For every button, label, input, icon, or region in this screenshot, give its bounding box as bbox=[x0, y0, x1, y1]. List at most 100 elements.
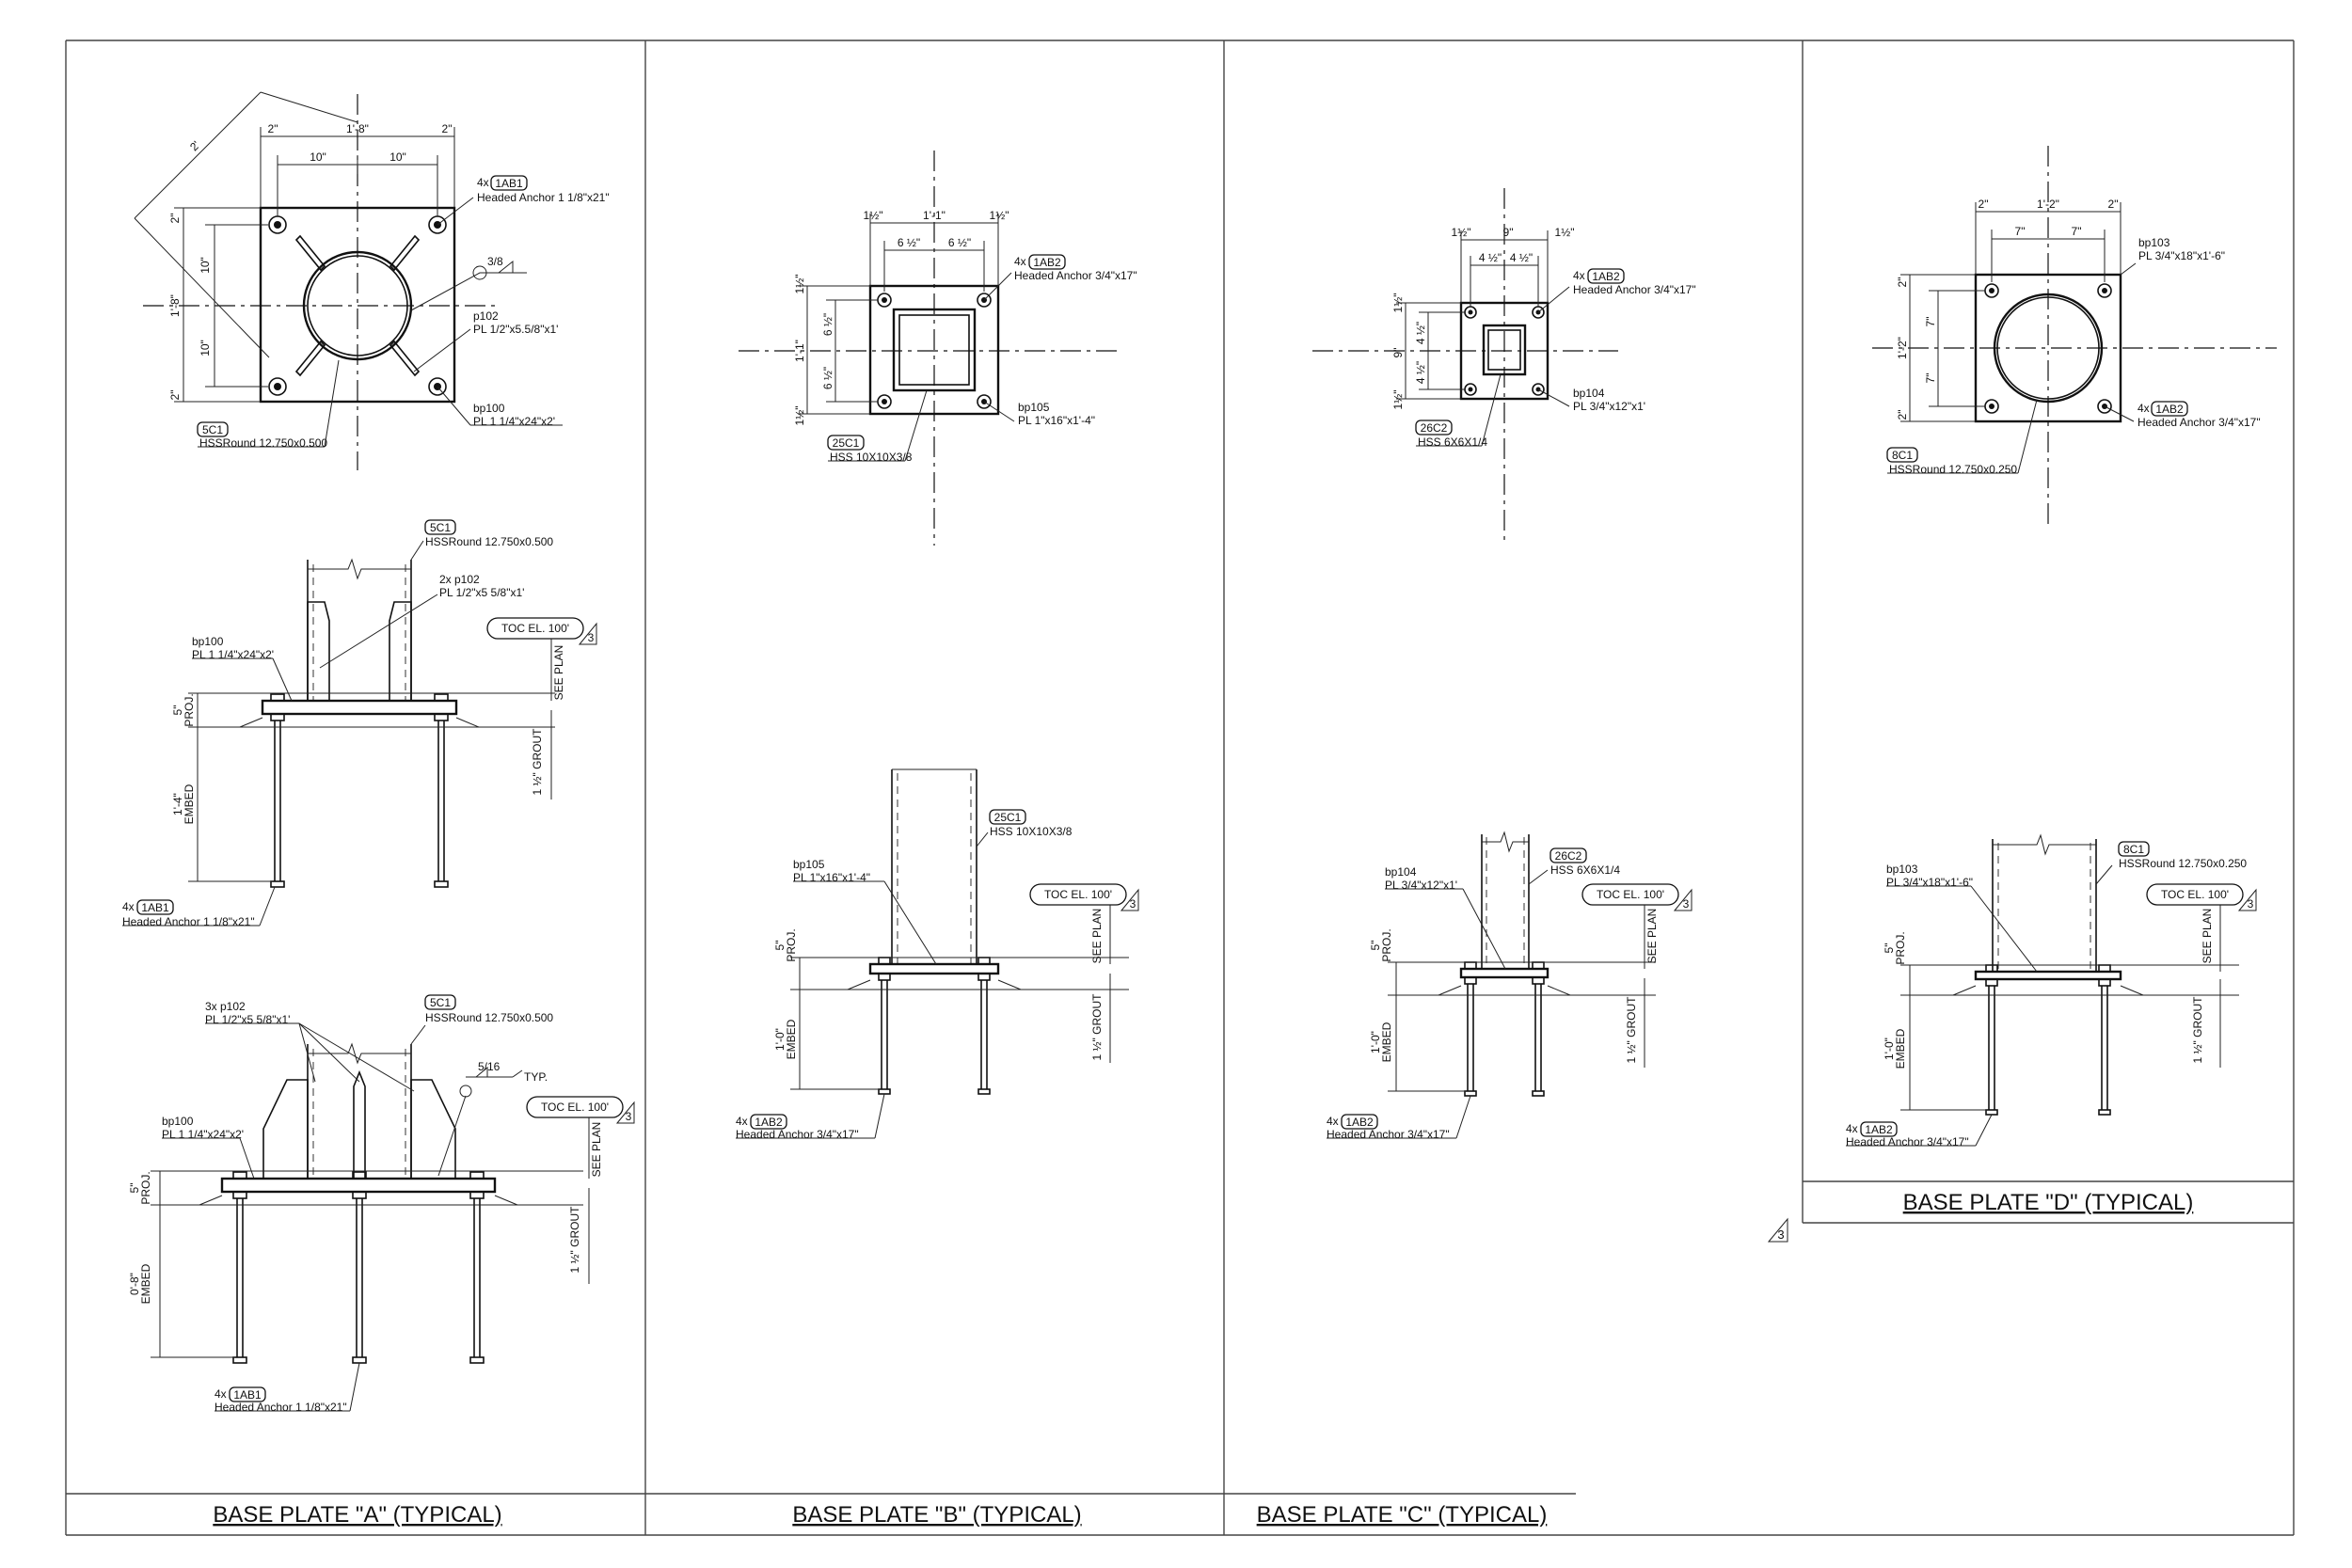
dim-half-left: 6 ½" bbox=[898, 236, 920, 249]
embed-dim: 0'-8" bbox=[128, 1273, 141, 1295]
column-tag: 5C1 bbox=[430, 996, 451, 1009]
anchor-qty: 4x bbox=[1327, 1115, 1339, 1128]
elevation-view-b: TOC EL. 100' 3 SEE PLAN 1 ½" GROUT 5" PR… bbox=[736, 768, 1139, 1141]
see-plan: SEE PLAN bbox=[590, 1122, 603, 1178]
toc-elevation: TOC EL. 100' bbox=[2161, 888, 2229, 901]
plate-mark: bp100 bbox=[473, 402, 505, 415]
plan-view-b: 1½" 1'-1" 1½" 6 ½" 6 ½" 1½" 1'-1" 1½" 6 … bbox=[739, 150, 1137, 546]
anchor-tag: 1AB1 bbox=[233, 1388, 262, 1402]
stiffener-mark: 3x p102 bbox=[205, 1000, 246, 1013]
dim-half-right: 4 ½" bbox=[1510, 251, 1533, 264]
embed-label: EMBED bbox=[785, 1019, 798, 1059]
elevation-view-a2: TOC EL. 100' 3 SEE PLAN 1 ½" GROUT 5" PR… bbox=[128, 994, 635, 1414]
column-tag: 8C1 bbox=[2123, 843, 2144, 856]
anchor-desc: Headed Anchor 1 1/8"x21" bbox=[215, 1401, 347, 1414]
dim-edge-left: 1½" bbox=[864, 209, 883, 222]
stiffener-mark: p102 bbox=[473, 309, 499, 323]
revision-tag: 3 bbox=[1130, 897, 1136, 911]
dim-edge-top: 1½" bbox=[793, 275, 806, 294]
grout-note: 1 ½" GROUT bbox=[568, 1206, 581, 1274]
anchor-desc: Headed Anchor 3/4"x17" bbox=[1014, 269, 1137, 282]
proj-label: PROJ. bbox=[785, 928, 798, 961]
plate-desc: PL 1"x16"x1'-4" bbox=[1018, 414, 1095, 427]
plate-desc: PL 1 1/4"x24"x2' bbox=[473, 415, 555, 428]
proj-dim: 5" bbox=[171, 705, 184, 716]
dim-half-top: 10" bbox=[199, 257, 212, 274]
dim-edge-left: 1½" bbox=[1452, 226, 1471, 239]
dim-total-height: 1'-8" bbox=[168, 294, 182, 317]
column-tag: 5C1 bbox=[202, 423, 223, 436]
plate-mark: bp100 bbox=[162, 1115, 194, 1128]
dim-half-bottom: 6 ½" bbox=[821, 367, 834, 389]
plate-mark: bp104 bbox=[1573, 387, 1605, 400]
dim-total-height: 9" bbox=[1391, 348, 1405, 358]
plan-view-c: 1½" 9" 1½" 4 ½" 4 ½" 1½" 9" 1½" 4 ½" 4 ½… bbox=[1312, 188, 1696, 546]
revision-marker: 3 bbox=[1767, 1217, 1788, 1243]
see-plan: SEE PLAN bbox=[2201, 909, 2214, 964]
plate-desc: PL 3/4"x18"x1'-6" bbox=[2138, 249, 2225, 262]
anchor-tag: 1AB1 bbox=[141, 901, 169, 914]
panel-title-c: BASE PLATE "C" (TYPICAL) bbox=[1257, 1502, 1548, 1528]
anchor-tag: 1AB2 bbox=[1345, 1116, 1374, 1129]
plan-view-a: 2" 1'-8" 2" 10" 10" 2" 1'-8" 2" 10" 10" … bbox=[134, 91, 610, 470]
anchor-rods-b bbox=[878, 957, 991, 1095]
weld-size: 5/16 bbox=[478, 1060, 501, 1073]
proj-label: PROJ. bbox=[183, 693, 196, 726]
plan-view-d: 2" 1'-2" 2" 7" 7" 2" 1'-2" 2" 7" 7" bp10… bbox=[1872, 146, 2277, 527]
stiffener-mark: 2x p102 bbox=[439, 573, 480, 586]
plate-mark: bp104 bbox=[1385, 865, 1417, 879]
grout-note: 1 ½" GROUT bbox=[531, 728, 544, 796]
anchor-desc: Headed Anchor 3/4"x17" bbox=[2137, 416, 2261, 429]
stiffener-desc: PL 1/2"x5 5/8"x1' bbox=[205, 1013, 290, 1026]
plate-mark: bp105 bbox=[1018, 401, 1050, 414]
plate-mark: bp103 bbox=[2138, 236, 2170, 249]
anchor-desc: Headed Anchor 3/4"x17" bbox=[1327, 1128, 1450, 1141]
revision-tag: 3 bbox=[2248, 897, 2254, 911]
column-desc: HSS 6X6X1/4 bbox=[1550, 863, 1620, 877]
dim-half-bottom: 7" bbox=[1924, 373, 1937, 384]
sheet-frame bbox=[65, 40, 2295, 1536]
embed-dim: 1'-0" bbox=[773, 1028, 787, 1051]
dim-total-height: 1'-1" bbox=[793, 340, 806, 362]
dim-edge-right: 2" bbox=[442, 122, 453, 135]
anchor-desc: Headed Anchor 1 1/8"x21" bbox=[122, 915, 255, 928]
anchor-desc: Headed Anchor 3/4"x17" bbox=[1846, 1135, 1969, 1148]
anchor-rods-c bbox=[1464, 961, 1545, 1097]
dim-edge-left: 2" bbox=[1979, 198, 1989, 211]
toc-elevation: TOC EL. 100' bbox=[1597, 888, 1664, 901]
plate-desc: PL 1 1/4"x24"x2' bbox=[192, 648, 274, 661]
column-tag: 26C2 bbox=[1555, 849, 1582, 863]
embed-label: EMBED bbox=[1894, 1028, 1907, 1069]
anchor-tag: 1AB2 bbox=[1592, 270, 1620, 283]
toc-elevation: TOC EL. 100' bbox=[1044, 888, 1112, 901]
anchor-desc: Headed Anchor 3/4"x17" bbox=[736, 1128, 859, 1141]
dim-edge-bottom: 1½" bbox=[1391, 390, 1405, 410]
embed-label: EMBED bbox=[1380, 1022, 1393, 1062]
dim-half-top: 6 ½" bbox=[821, 313, 834, 336]
stiffener-plates bbox=[294, 234, 421, 377]
revision-tag: 3 bbox=[588, 631, 595, 644]
revision-tag: 3 bbox=[1683, 897, 1690, 911]
toc-elevation: TOC EL. 100' bbox=[541, 1101, 609, 1114]
dim-edge-bottom: 2" bbox=[168, 390, 182, 401]
dim-edge-top: 2" bbox=[168, 214, 182, 224]
column-desc: HSSRound 12.750x0.500 bbox=[199, 436, 327, 450]
panel-c: 1½" 9" 1½" 4 ½" 4 ½" 1½" 9" 1½" 4 ½" 4 ½… bbox=[1257, 188, 1696, 1528]
column-tag: 5C1 bbox=[430, 521, 451, 534]
dim-total-height: 1'-2" bbox=[1896, 337, 1909, 359]
anchor-qty: 4x bbox=[1014, 255, 1026, 268]
dim-total-width: 1'-8" bbox=[346, 122, 369, 135]
embed-label: EMBED bbox=[139, 1263, 152, 1304]
proj-dim: 5" bbox=[1883, 943, 1896, 954]
plate-desc: PL 1"x16"x1'-4" bbox=[793, 871, 870, 884]
proj-label: PROJ. bbox=[1894, 931, 1907, 964]
dim-half-left: 7" bbox=[2015, 225, 2026, 238]
plate-desc: PL 3/4"x12"x1' bbox=[1573, 400, 1645, 413]
panel-title-a: BASE PLATE "A" (TYPICAL) bbox=[213, 1502, 501, 1528]
proj-label: PROJ. bbox=[139, 1171, 152, 1204]
column-tag: 26C2 bbox=[1421, 421, 1448, 435]
dim-half-bottom: 4 ½" bbox=[1414, 361, 1427, 384]
toc-elevation: TOC EL. 100' bbox=[501, 622, 569, 635]
grout-note: 1 ½" GROUT bbox=[1090, 993, 1104, 1061]
